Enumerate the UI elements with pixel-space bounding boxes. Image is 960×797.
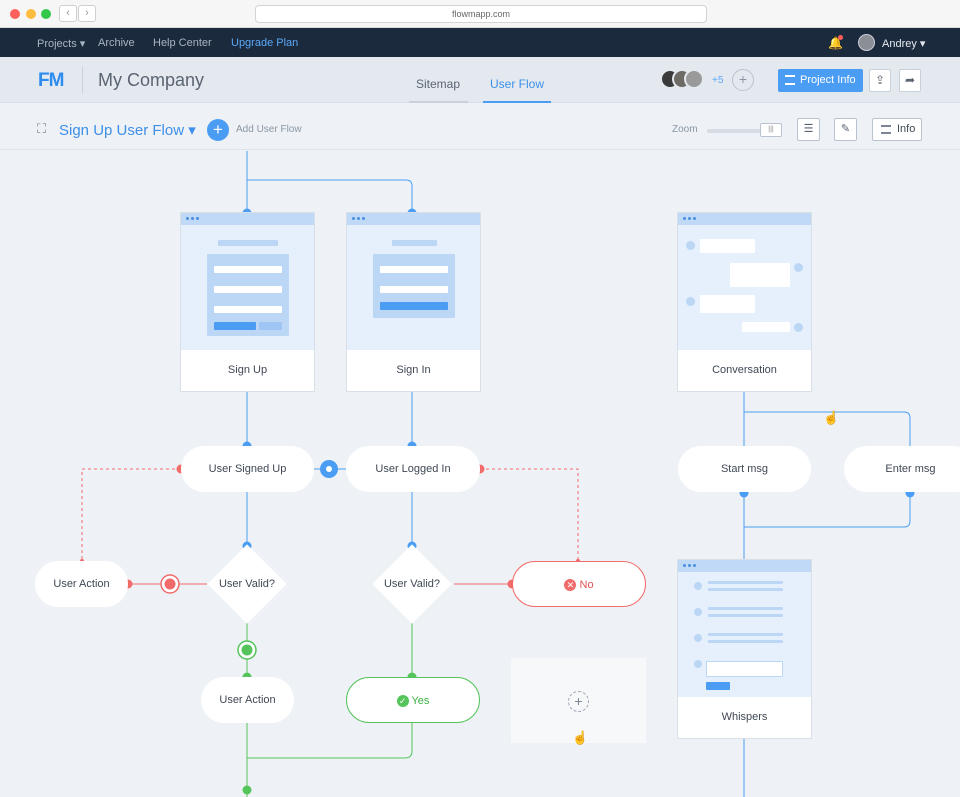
avatar[interactable] [858,34,875,51]
condition-label: User Valid? [383,578,441,590]
add-node-icon[interactable]: + [568,691,589,712]
condition-label: User Valid? [218,578,276,590]
event-enter-msg[interactable]: Enter msg [844,446,960,492]
screen-label: Sign In [396,364,431,376]
event-no[interactable]: ✕ No [512,561,646,607]
no-label: No [579,579,594,591]
event-user-logged-in[interactable]: User Logged In [346,446,480,492]
maximize-window-icon[interactable] [41,9,51,19]
info-label: Info [897,123,916,135]
screen-thumbnail [678,572,811,697]
screen-card-sign-up[interactable]: Sign Up [180,212,315,392]
screen-label: Sign Up [227,364,268,376]
screen-label: Conversation [712,364,777,376]
screen-card-whispers[interactable]: Whispers [677,559,812,739]
add-node-zone[interactable]: + [511,658,646,743]
event-user-action-left[interactable]: User Action [35,561,128,607]
screen-thumbnail [181,225,314,350]
export-icon[interactable]: ⇪ [869,69,891,92]
tab-user-flow-underline [483,101,551,103]
nav-upgrade-plan[interactable]: Upgrade Plan [231,37,299,49]
event-user-signed-up[interactable]: User Signed Up [181,446,314,492]
app-navbar: Projects ▾ Archive Help Center Upgrade P… [0,28,960,57]
event-start-msg[interactable]: Start msg [678,446,811,492]
flow-icon: ⛶ [37,121,47,136]
share-icon[interactable]: ➦ [899,69,921,92]
screen-card-conversation[interactable]: Conversation [677,212,812,392]
card-header [347,213,480,225]
project-info-label: Project Info [800,74,856,86]
hand-cursor-icon: ☝ [823,410,840,425]
tab-sitemap-underline [409,101,468,103]
browser-chrome: ‹ › flowmapp.com [0,0,960,28]
tab-user-flow[interactable]: User Flow [490,77,545,91]
zoom-label: Zoom [672,124,698,135]
event-user-action-bottom[interactable]: User Action [201,677,294,723]
add-member-button[interactable]: + [732,69,754,91]
tab-sitemap[interactable]: Sitemap [416,77,461,91]
close-window-icon[interactable] [10,9,20,19]
screen-thumbnail [347,225,480,350]
flow-toolbar: ⛶ Sign Up User Flow ▾ + Add User Flow Zo… [0,104,960,150]
list-icon [785,75,795,85]
event-yes[interactable]: ✓ Yes [346,677,480,723]
zoom-slider-handle[interactable]: ||| [760,123,782,137]
flowmapp-logo[interactable]: FM [38,70,64,91]
screen-card-sign-in[interactable]: Sign In [346,212,481,392]
card-header [678,213,811,225]
card-header [181,213,314,225]
nav-projects-label: Projects [37,38,77,50]
project-header: FM My Company Sitemap User Flow +5 + Pro… [0,57,960,103]
flow-title: Sign Up User Flow [59,122,185,139]
add-user-flow-button[interactable]: + [207,119,229,141]
comments-icon[interactable]: ✎ [834,118,857,141]
user-menu[interactable]: Andrey ▾ [882,38,926,50]
flow-selector[interactable]: Sign Up User Flow ▾ [59,122,196,139]
screen-label: Whispers [721,711,768,723]
info-button[interactable]: Info [872,118,922,141]
card-header [678,560,811,572]
avatar [684,69,704,89]
minimize-window-icon[interactable] [26,9,36,19]
settings-sliders-icon[interactable]: ☰ [797,118,820,141]
add-user-flow-label[interactable]: Add User Flow [236,124,302,135]
more-members-count[interactable]: +5 [712,75,724,86]
notification-dot [838,35,843,40]
back-icon[interactable]: ‹ [59,5,77,22]
divider [82,67,83,93]
flow-canvas[interactable]: Sign Up Sign In Conversation [0,151,960,797]
zoom-slider[interactable] [707,129,769,133]
address-bar[interactable]: flowmapp.com [255,5,707,23]
user-name: Andrey [882,38,917,50]
company-name: My Company [98,70,205,90]
nav-help-center[interactable]: Help Center [153,37,212,49]
screen-thumbnail [678,225,811,350]
success-icon: ✓ [396,695,409,708]
forward-icon[interactable]: › [78,5,96,22]
error-icon: ✕ [564,579,577,592]
hand-cursor-icon: ☝ [572,730,589,745]
project-info-button[interactable]: Project Info [778,69,863,92]
yes-label: Yes [411,695,430,707]
info-list-icon [881,125,891,134]
nav-projects[interactable]: Projects ▾ [37,38,86,50]
nav-archive[interactable]: Archive [98,37,135,49]
